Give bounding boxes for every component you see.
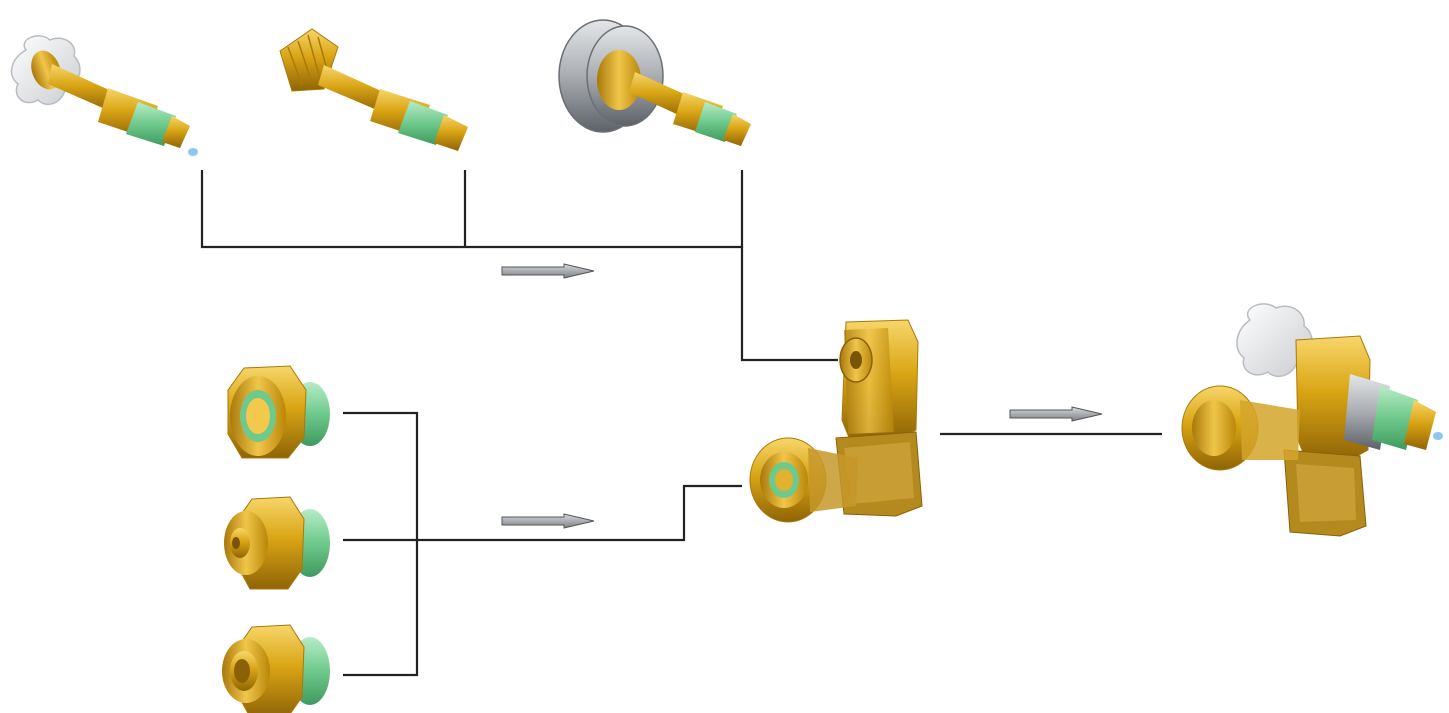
arrow-spindles-to-body (501, 263, 595, 279)
arrow-body-to-assembly (1009, 406, 1103, 422)
knurled-spindle-icon (279, 28, 468, 151)
adapter-bus-line (343, 411, 419, 677)
valve-body-icon (749, 319, 923, 523)
hex-adapter-icon (222, 624, 330, 713)
adapter-main-line (343, 484, 742, 542)
hex-adapter-icon (227, 365, 330, 459)
hex-adapter-icon (224, 496, 330, 590)
connector-lines (200, 170, 1162, 677)
arrow-adapters-to-body (501, 513, 595, 529)
assembled-valve-icon (1181, 303, 1443, 537)
handwheel-spindle-icon (10, 35, 198, 156)
nut-spindle-icon (558, 19, 751, 146)
